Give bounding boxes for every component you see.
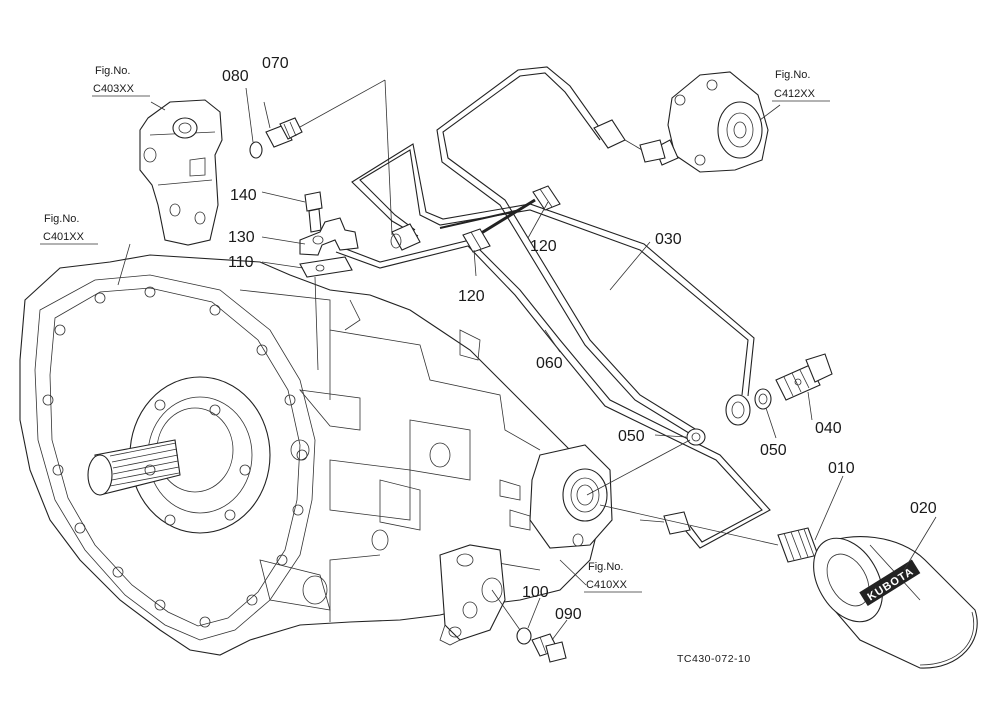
fig-ref-c410-number: C410XX	[586, 579, 628, 591]
filter-nipple-010	[777, 527, 819, 563]
banjo-end-030	[725, 394, 751, 426]
o-ring-100	[516, 627, 532, 645]
fig-ref-c410: Fig.No. C410XX	[584, 561, 642, 593]
fig-ref-c403: Fig.No. C403XX	[92, 65, 150, 97]
fig-ref-c412-number: C412XX	[774, 88, 816, 100]
banjo-bolt-040	[775, 353, 833, 401]
clamp-120-upper	[532, 185, 561, 211]
leader-lines	[117, 87, 937, 641]
o-ring-080	[249, 141, 263, 159]
hydraulic-pump	[654, 71, 769, 173]
filter-pipe-fitting	[639, 511, 691, 535]
clamp-130	[299, 217, 359, 256]
bolt-140	[304, 191, 323, 233]
oil-filter-020: KUBOTA	[813, 536, 978, 669]
part-label-110: 110	[228, 254, 254, 271]
drawing-code: TC430-072-10	[677, 653, 751, 665]
part-label-120-upper: 120	[530, 238, 557, 255]
part-label-140: 140	[230, 187, 257, 204]
washer-050-left	[686, 428, 706, 446]
washer-050-right	[754, 388, 772, 410]
part-label-070: 070	[262, 55, 289, 72]
connector-070	[265, 117, 303, 148]
fig-ref-c401-title: Fig.No.	[44, 213, 79, 225]
fig-ref-c403-number: C403XX	[93, 83, 135, 95]
part-label-090: 090	[555, 606, 582, 623]
part-label-080: 080	[222, 68, 249, 85]
part-label-060: 060	[536, 355, 563, 372]
part-labels: 070 080 140 130 110 120 120 030 060 050 …	[222, 55, 937, 623]
transmission-housing	[19, 254, 601, 656]
part-label-050-left: 050	[618, 428, 645, 445]
plate-110	[299, 256, 353, 278]
part-label-040: 040	[815, 420, 842, 437]
fig-ref-c401: Fig.No. C401XX	[40, 213, 98, 245]
part-label-120-lower: 120	[458, 288, 485, 305]
pump-pipe-fitting	[593, 119, 666, 163]
part-label-010: 010	[828, 460, 855, 477]
part-label-050-right: 050	[760, 442, 787, 459]
fig-ref-c401-number: C401XX	[43, 231, 85, 243]
part-label-030: 030	[655, 231, 682, 248]
connector-090	[531, 633, 567, 663]
fig-ref-c410-title: Fig.No.	[588, 561, 623, 573]
fig-ref-c412: Fig.No. C412XX	[772, 69, 830, 102]
part-label-100: 100	[522, 584, 549, 601]
pipe-end-fitting	[390, 223, 421, 251]
filter-port-boss	[529, 444, 613, 549]
upper-valve-block	[139, 99, 223, 246]
part-label-130: 130	[228, 229, 255, 246]
clamp-120-lower	[462, 228, 491, 253]
fig-ref-c412-title: Fig.No.	[775, 69, 810, 81]
valve-body	[439, 544, 506, 646]
fig-ref-c403-title: Fig.No.	[95, 65, 130, 77]
part-label-020: 020	[910, 500, 937, 517]
